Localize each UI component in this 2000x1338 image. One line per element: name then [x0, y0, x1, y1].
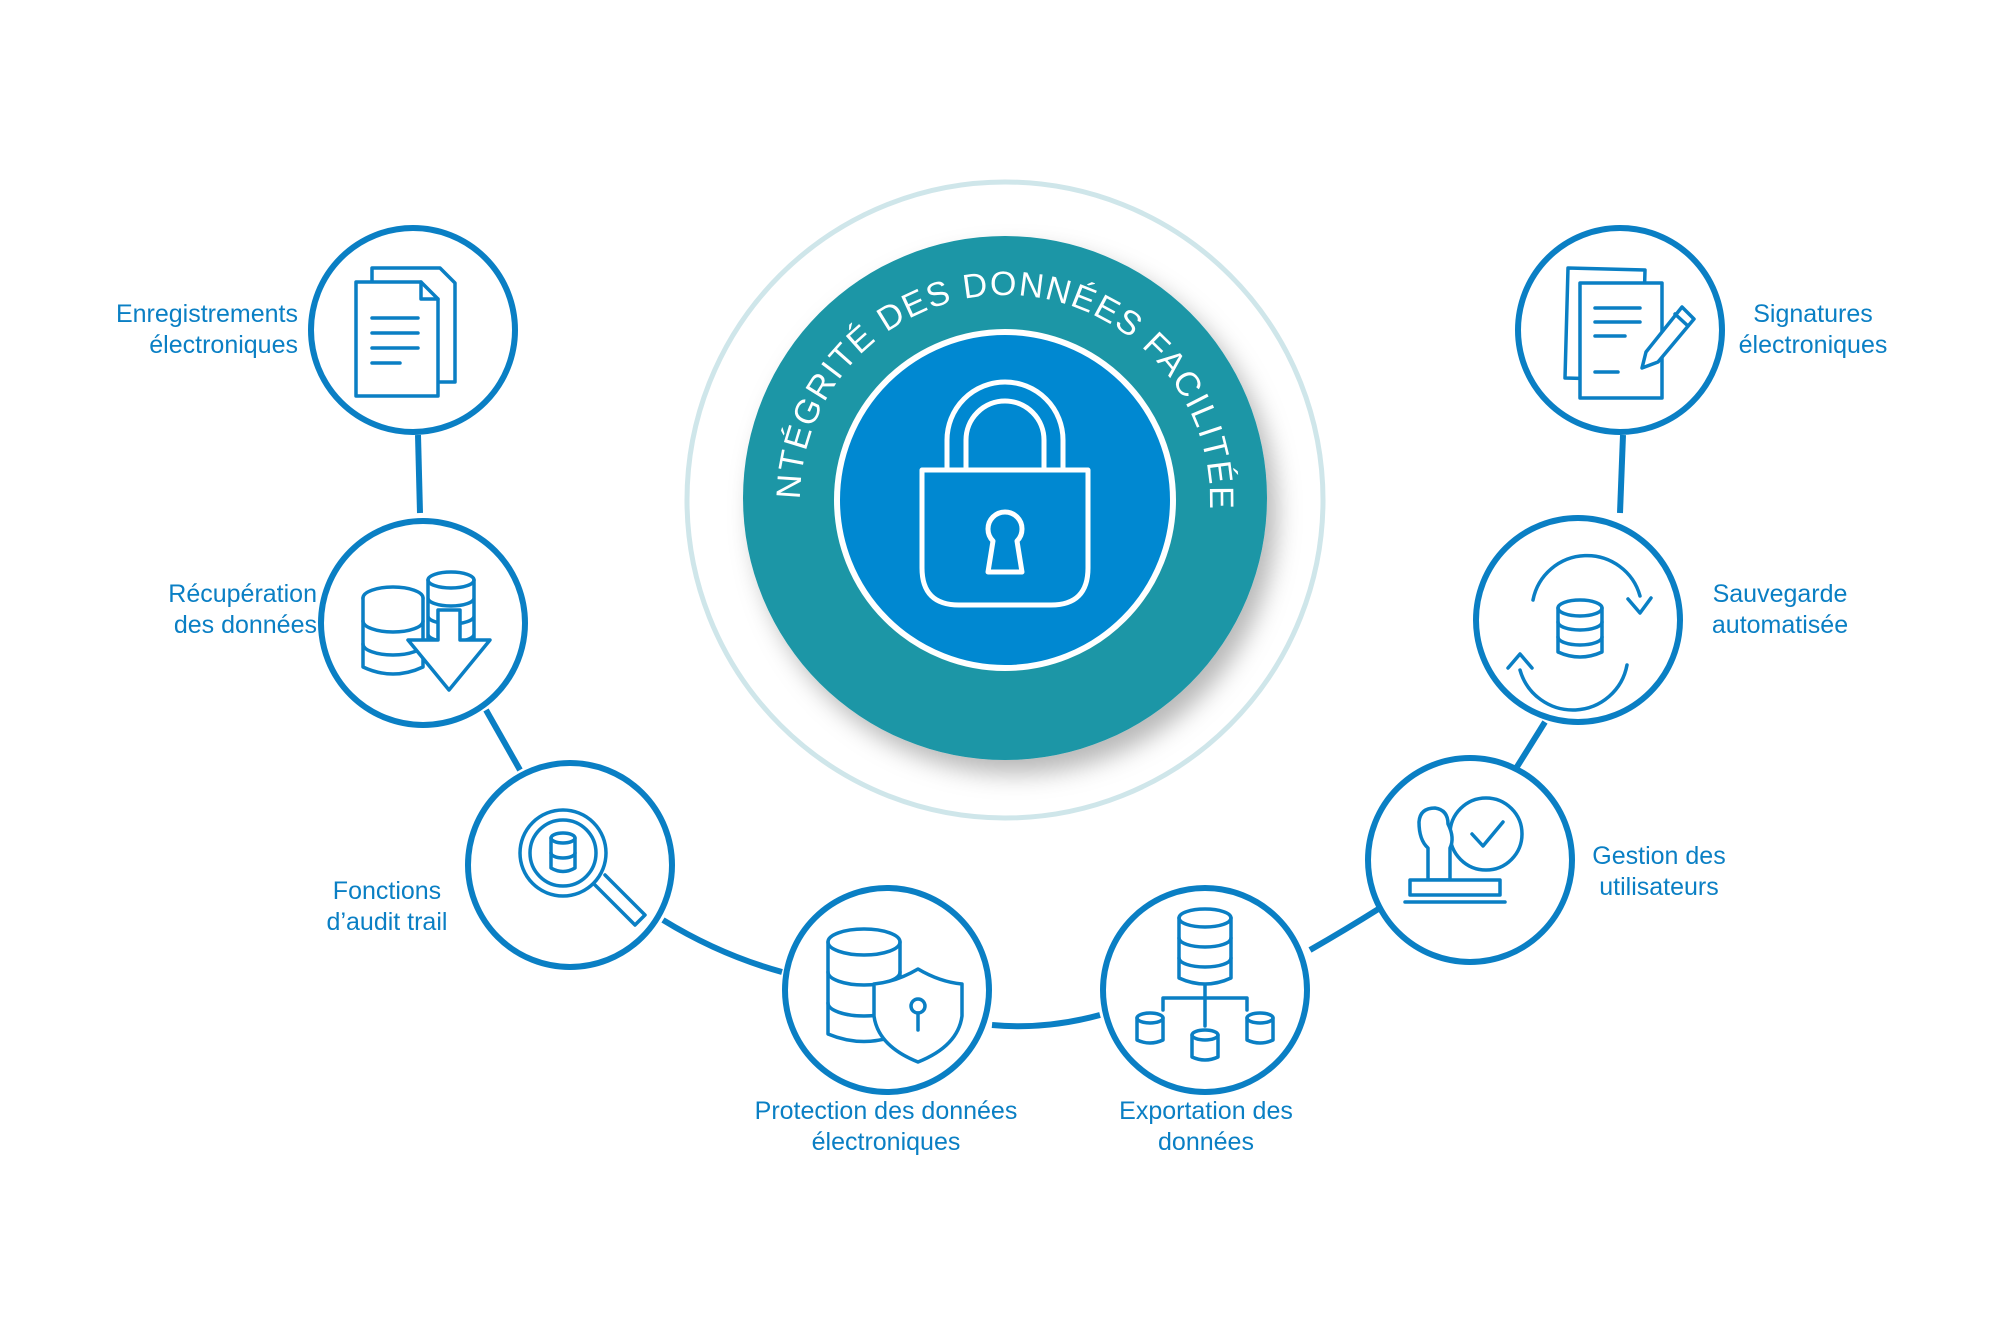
label-protection-line-2: électroniques — [811, 1128, 961, 1156]
connector-lines — [415, 434, 1626, 1030]
central-badge: INTÉGRITÉ DES DONNÉES FACILITÉE — [0, 0, 1326, 821]
node-audit — [465, 760, 675, 970]
database-network-icon — [1135, 907, 1275, 1062]
label-gestion: Gestion des utilisateurs — [1592, 841, 1725, 903]
label-gestion-line-1: Gestion des — [1592, 842, 1726, 870]
label-recuperation-line-1: Récupération — [168, 580, 317, 608]
label-enregistrements-line-2: électroniques — [149, 331, 298, 359]
label-audit-line-1: Fonctions — [332, 877, 442, 905]
label-exportation-line-2: données — [1158, 1128, 1254, 1156]
documents-icon — [354, 266, 457, 398]
database-download-icon — [361, 570, 492, 692]
node-gestion — [1365, 755, 1575, 965]
label-protection: Protection des données électroniques — [755, 1096, 1018, 1158]
label-signatures-line-2: électroniques — [1738, 331, 1888, 359]
blue-core — [834, 329, 1176, 671]
label-exportation: Exportation des données — [1119, 1096, 1293, 1158]
database-shield-icon — [826, 927, 964, 1064]
padlock-icon — [919, 379, 1091, 608]
label-signatures: Signatures électroniques — [1739, 299, 1888, 361]
user-check-icon — [1403, 796, 1524, 904]
label-exportation-line-1: Exportation des — [1119, 1097, 1293, 1125]
database-sync-icon — [1506, 553, 1653, 712]
database-search-icon — [518, 808, 647, 927]
connector-4 — [991, 1012, 1101, 1030]
connector-5 — [1308, 905, 1382, 953]
signature-document-icon — [1563, 266, 1696, 400]
label-audit-line-2: d’audit trail — [326, 908, 448, 936]
label-signatures-line-1: Signatures — [1753, 300, 1873, 328]
connector-1 — [415, 434, 423, 514]
connector-2 — [483, 708, 523, 772]
label-gestion-line-2: utilisateurs — [1599, 873, 1719, 901]
node-sauvegarde — [1473, 515, 1683, 725]
label-recuperation: Récupération des données — [168, 579, 317, 641]
connector-7 — [1617, 434, 1626, 514]
label-enregistrements-line-1: Enregistrements — [115, 300, 298, 328]
label-recuperation-line-2: des données — [173, 611, 317, 639]
label-protection-line-1: Protection des données — [754, 1097, 1018, 1125]
label-audit: Fonctions d’audit trail — [327, 876, 448, 938]
connector-3 — [661, 917, 783, 975]
label-enregistrements: Enregistrements électroniques — [116, 299, 298, 361]
label-sauvegarde-line-1: Sauvegarde — [1712, 580, 1848, 608]
label-sauvegarde-line-2: automatisée — [1711, 611, 1849, 639]
label-sauvegarde: Sauvegarde automatisée — [1712, 579, 1848, 641]
